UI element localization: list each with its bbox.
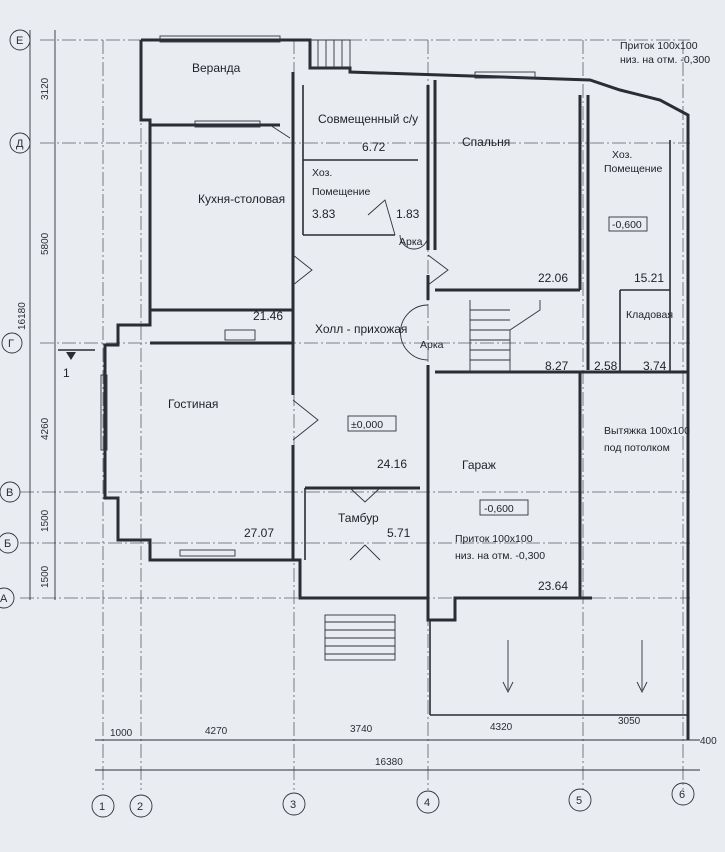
room-kitchen: Кухня-столовая bbox=[198, 192, 285, 206]
area-bedroom: 22.06 bbox=[538, 271, 568, 285]
axis-number-3: 3 bbox=[290, 799, 296, 811]
axis-number-1: 1 bbox=[99, 801, 105, 813]
area-hall-lower: 24.16 bbox=[377, 457, 407, 471]
axis-number-6: 6 bbox=[679, 789, 685, 801]
level-box-hall bbox=[347, 415, 397, 432]
level-hall: ±0,000 bbox=[351, 419, 383, 431]
level-right: -0,600 bbox=[612, 219, 642, 231]
veranda-stair bbox=[309, 39, 351, 69]
axis-letter-g: Г bbox=[8, 338, 14, 350]
axis-number-5: 5 bbox=[576, 795, 582, 807]
note-vent-line1: Вытяжка 100х100 bbox=[604, 425, 690, 437]
room-living: Гостиная bbox=[168, 397, 218, 411]
axis-number-2: 2 bbox=[137, 801, 143, 813]
dim-h-3740: 3740 bbox=[350, 724, 373, 735]
note-inflow-line1: Приток 100х100 bbox=[455, 533, 533, 545]
dimension-lines bbox=[29, 30, 700, 771]
level-garage: -0,600 bbox=[484, 503, 514, 515]
note-inflow-line2: низ. на отм. -0,300 bbox=[455, 550, 545, 562]
windows bbox=[100, 35, 536, 557]
note-vent-line2: под потолком bbox=[604, 442, 670, 454]
dim-h-4320: 4320 bbox=[490, 722, 513, 733]
entrance-steps bbox=[324, 614, 396, 661]
level-box-right bbox=[608, 216, 648, 232]
dim-h-3050: 3050 bbox=[618, 716, 641, 727]
room-vestibule: Тамбур bbox=[338, 511, 379, 525]
level-box-garage bbox=[479, 499, 529, 516]
axis-letter-d: Д bbox=[16, 138, 24, 150]
room-utility-small-line2: Помещение bbox=[312, 186, 370, 198]
room-bedroom: Спальня bbox=[462, 135, 510, 149]
area-bathroom: 6.72 bbox=[362, 140, 386, 154]
room-utility-right-line2: Помещение bbox=[604, 163, 662, 175]
dim-h-4270: 4270 bbox=[205, 726, 228, 737]
doors bbox=[269, 124, 449, 561]
axis-letter-v: В bbox=[6, 487, 13, 499]
area-vestibule: 5.71 bbox=[387, 526, 411, 540]
dim-h-1000: 1000 bbox=[110, 728, 133, 739]
axis-letter-a: А bbox=[0, 593, 8, 605]
axis-number-4: 4 bbox=[424, 797, 430, 809]
label-arch-1: Арка bbox=[399, 236, 423, 248]
area-utility-small: 3.83 bbox=[312, 207, 336, 221]
main-stair bbox=[469, 300, 541, 373]
note-top-inflow-line1: Приток 100х100 bbox=[620, 40, 698, 52]
section-mark bbox=[58, 349, 95, 360]
area-closet: 1.83 bbox=[396, 207, 420, 221]
interior-walls bbox=[150, 72, 688, 620]
dim-h-400: 400 bbox=[700, 736, 717, 747]
axis-letter-e: Е bbox=[16, 35, 23, 47]
dim-v-4260: 4260 bbox=[40, 417, 51, 440]
axis-bubbles bbox=[0, 29, 695, 818]
room-utility-right-line1: Хоз. bbox=[612, 149, 632, 161]
axis-letter-b: Б bbox=[4, 538, 11, 550]
area-garage: 23.64 bbox=[538, 579, 568, 593]
room-hall: Холл - прихожая bbox=[315, 322, 407, 336]
horizontal-axis-lines bbox=[20, 39, 690, 599]
dim-v-16180: 16180 bbox=[17, 302, 28, 330]
area-pantry-b: 3.74 bbox=[643, 359, 667, 373]
dim-v-3120: 3120 bbox=[40, 77, 51, 100]
dim-v-5800: 5800 bbox=[40, 232, 51, 255]
dim-v-1500b: 1500 bbox=[40, 565, 51, 588]
area-utility-right: 15.21 bbox=[634, 271, 664, 285]
note-top-inflow-line2: низ. на отм. -0,300 bbox=[620, 54, 710, 66]
room-pantry: Кладовая bbox=[626, 309, 673, 321]
room-bathroom: Совмещенный с/у bbox=[318, 112, 418, 126]
room-veranda: Веранда bbox=[192, 61, 241, 75]
room-garage: Гараж bbox=[462, 458, 496, 472]
dim-total: 16380 bbox=[375, 757, 403, 768]
section-mark-number: 1 bbox=[63, 366, 70, 380]
area-living: 27.07 bbox=[244, 526, 274, 540]
area-stair: 8.27 bbox=[545, 359, 569, 373]
garage-arrows bbox=[502, 640, 648, 694]
label-arch-2: Арка bbox=[420, 339, 444, 351]
area-hall-upper: 21.46 bbox=[253, 309, 283, 323]
room-utility-small-line1: Хоз. bbox=[312, 167, 332, 179]
dim-v-1500a: 1500 bbox=[40, 509, 51, 532]
area-pantry-a: 2.58 bbox=[594, 359, 618, 373]
